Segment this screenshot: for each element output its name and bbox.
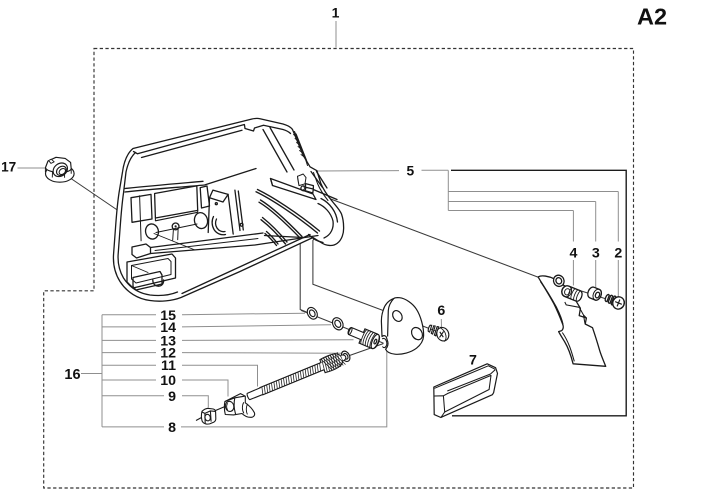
svg-text:7: 7 — [469, 353, 477, 369]
svg-text:2: 2 — [614, 245, 622, 261]
svg-text:1: 1 — [332, 5, 340, 21]
svg-text:8: 8 — [168, 420, 176, 436]
svg-text:15: 15 — [160, 308, 176, 324]
svg-text:13: 13 — [160, 333, 176, 349]
svg-text:9: 9 — [168, 389, 176, 405]
svg-text:3: 3 — [592, 245, 600, 261]
svg-text:11: 11 — [161, 358, 176, 374]
svg-text:A2: A2 — [637, 4, 667, 30]
svg-text:4: 4 — [569, 245, 577, 261]
svg-text:10: 10 — [160, 373, 176, 389]
svg-text:5: 5 — [406, 164, 414, 179]
svg-text:16: 16 — [64, 367, 80, 383]
svg-text:6: 6 — [437, 303, 445, 319]
svg-text:12: 12 — [160, 346, 176, 362]
svg-text:17: 17 — [1, 160, 16, 175]
svg-text:14: 14 — [160, 320, 176, 336]
